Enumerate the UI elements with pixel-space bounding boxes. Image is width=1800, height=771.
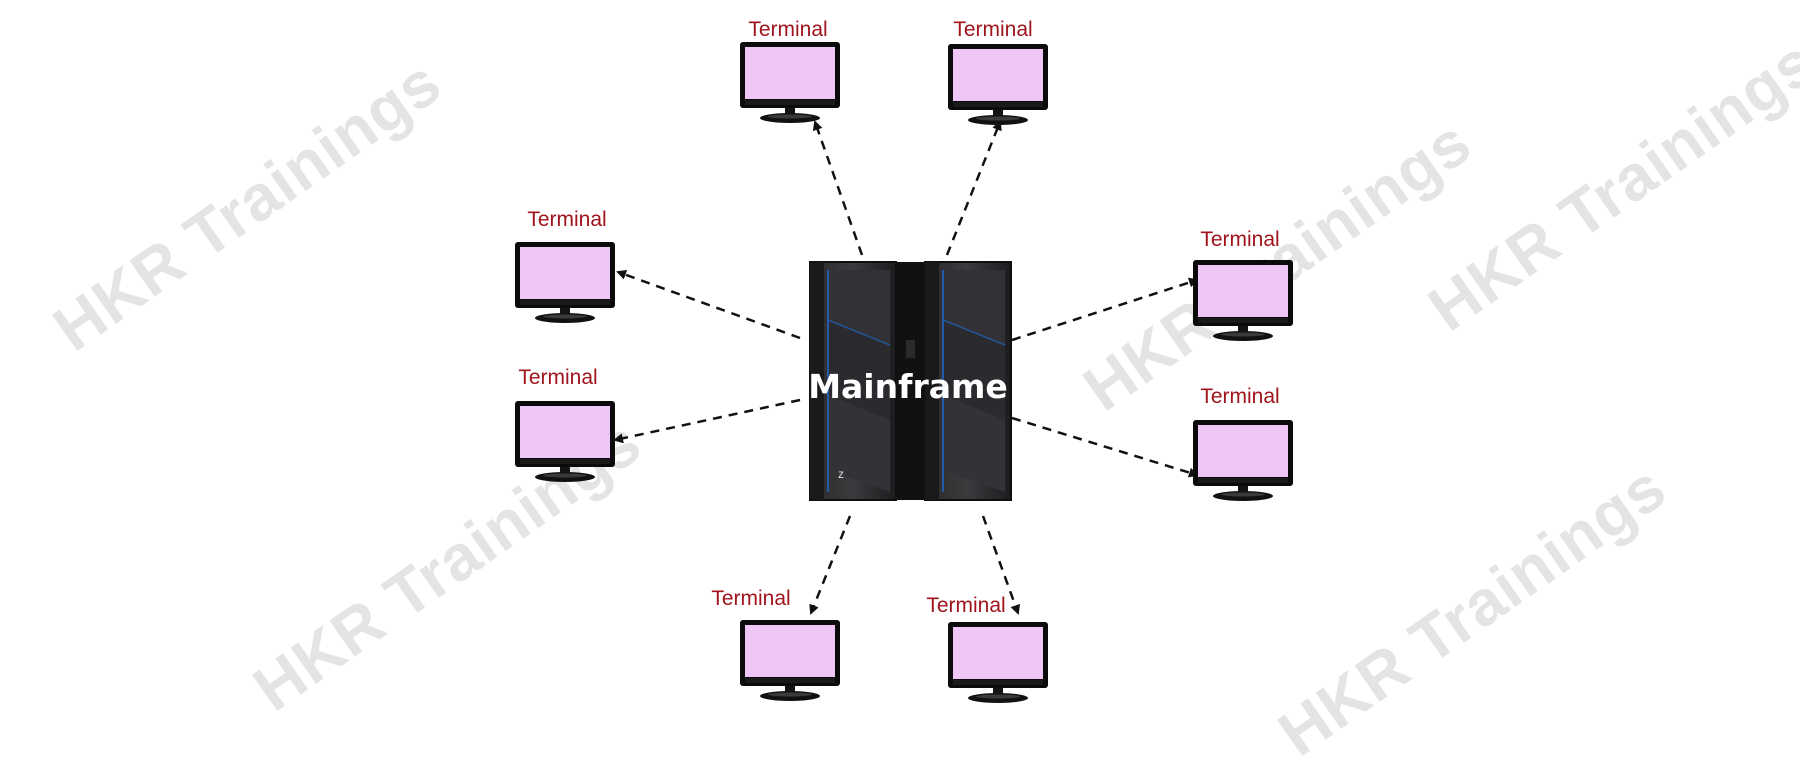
connector-upper-right — [1011, 277, 1199, 342]
monitor-icon — [1193, 420, 1293, 501]
terminal-top-left: Terminal — [740, 18, 840, 123]
connector-top-left — [812, 120, 864, 256]
terminal-label: Terminal — [926, 594, 1005, 617]
terminal-label: Terminal — [527, 208, 606, 231]
terminal-lower-right: Terminal — [1193, 385, 1293, 501]
connector-top-right — [945, 120, 1002, 256]
connectors — [613, 120, 1199, 615]
monitor-icon — [515, 401, 615, 482]
monitor-icon — [1193, 260, 1293, 341]
terminal-lower-left: Terminal — [515, 366, 615, 482]
mainframe-label: Mainframe — [808, 367, 1008, 406]
terminal-label: Terminal — [1200, 385, 1279, 408]
connector-lower-right — [1011, 416, 1199, 478]
terminal-upper-right: Terminal — [1193, 228, 1293, 341]
connector-upper-left — [616, 270, 801, 340]
terminal-bottom-right: Terminal — [926, 594, 1048, 703]
monitor-icon — [515, 242, 615, 323]
monitor-icon — [740, 620, 840, 701]
network-diagram: Mainframe z Terminal Terminal Terminal T… — [515, 18, 1293, 703]
diagram-canvas: HKR Trainings HKR Trainings HKR Training… — [41, 18, 1800, 770]
terminal-label: Terminal — [1200, 228, 1279, 251]
connector-bottom-left — [809, 515, 852, 615]
monitor-icon — [948, 622, 1048, 703]
connector-lower-left — [613, 398, 801, 444]
terminal-label: Terminal — [953, 18, 1032, 41]
terminal-label: Terminal — [748, 18, 827, 41]
terminal-label: Terminal — [518, 366, 597, 389]
terminal-top-right: Terminal — [948, 18, 1048, 125]
connector-bottom-right — [981, 515, 1020, 615]
monitor-icon — [740, 42, 840, 123]
terminal-bottom-left: Terminal — [711, 587, 840, 701]
terminal-label: Terminal — [711, 587, 790, 610]
terminal-upper-left: Terminal — [515, 208, 615, 323]
monitor-icon — [948, 44, 1048, 125]
mainframe-server-icon — [809, 261, 1012, 501]
mainframe-badge: z — [838, 467, 844, 481]
